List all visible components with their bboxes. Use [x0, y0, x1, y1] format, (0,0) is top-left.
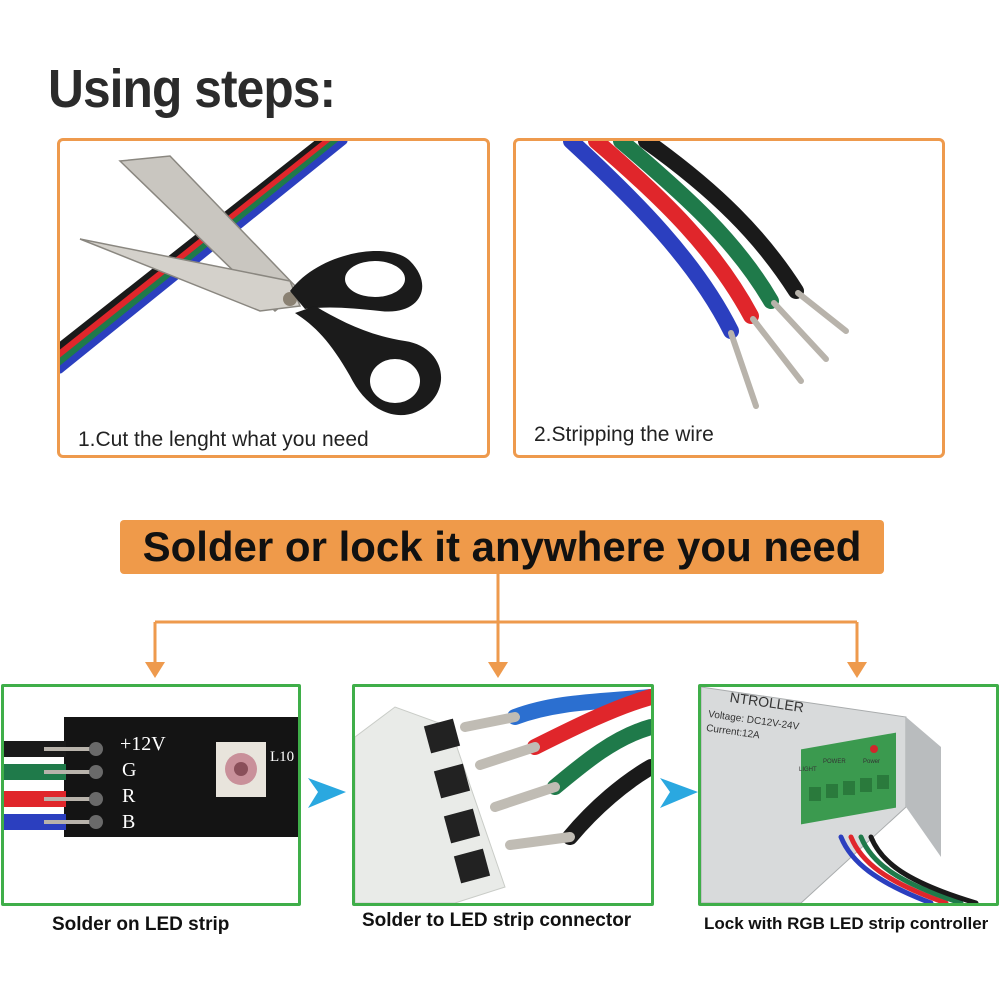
scissor-handle-bottom [295, 306, 442, 416]
scissors-illustration [60, 141, 442, 416]
controller-light-port-text: LIGHT [799, 767, 817, 773]
next-arrow-icon-2 [660, 778, 698, 808]
next-arrow-icon [308, 778, 346, 808]
wire-blue [563, 141, 739, 339]
page-title: Using steps: [48, 59, 336, 119]
controller-power-led-text: Power [863, 759, 881, 765]
step-2-panel: 2.Stripping the wire [513, 138, 945, 458]
step-1-panel: 1.Cut the lenght what you need [57, 138, 490, 458]
option-3-label: Lock with RGB LED strip controller [704, 914, 989, 933]
wire-red [588, 141, 759, 324]
branch-arrows [145, 574, 867, 678]
option-1-label: Solder on LED strip [52, 914, 230, 935]
stripped-wires-illustration [563, 141, 849, 409]
pcb-label-chip: L10 [270, 749, 295, 765]
option-2-label: Solder to LED strip connector [362, 910, 632, 931]
option-3-panel: NTROLLER Voltage: DC12V-24V Current:12A … [698, 684, 999, 906]
pcb-label-g: G [122, 759, 137, 781]
controller-power-port-text: POWER [823, 759, 846, 765]
pcb-label-b: B [122, 811, 136, 833]
step-2-caption: 2.Stripping the wire [534, 423, 714, 446]
step-1-caption: 1.Cut the lenght what you need [78, 428, 369, 451]
banner: Solder or lock it anywhere you need [120, 520, 884, 574]
pcb-label-12v: +12V [120, 733, 166, 755]
scissor-blade-bottom [79, 238, 302, 312]
pcb-label-r: R [122, 785, 136, 807]
wire-bundle [60, 141, 348, 374]
terminal-block [801, 732, 896, 825]
power-led [870, 745, 878, 753]
option-2-panel [352, 684, 654, 906]
connector-pins [423, 718, 491, 884]
option-1-panel: +12V G R B L10 [1, 684, 301, 906]
wire-green [613, 141, 779, 309]
banner-label: Solder or lock it anywhere you need [142, 523, 862, 570]
wire-black [638, 141, 804, 299]
